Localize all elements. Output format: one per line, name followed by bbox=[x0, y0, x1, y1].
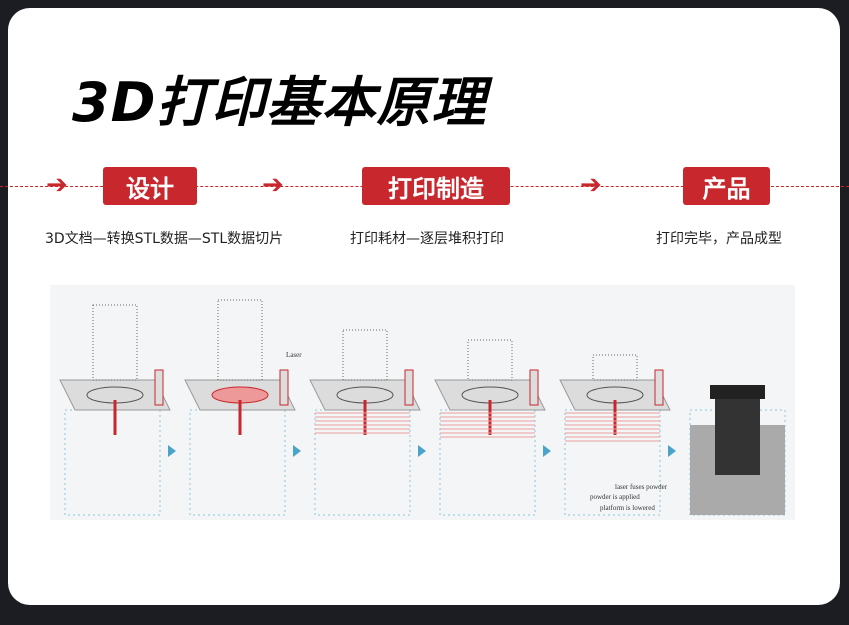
roller bbox=[279, 369, 289, 406]
printing-process-illustration: Laser laser fuses powder powder is appli… bbox=[50, 285, 795, 520]
tower-wireframe bbox=[467, 339, 513, 381]
build-box bbox=[64, 409, 161, 516]
panel-arrow-icon bbox=[418, 445, 426, 457]
tower-wireframe bbox=[342, 329, 388, 381]
laser-label: Laser bbox=[286, 351, 302, 359]
roller bbox=[404, 369, 414, 406]
panel-arrow-icon bbox=[543, 445, 551, 457]
annotation-lowered: platform is lowered bbox=[600, 504, 655, 512]
roller bbox=[529, 369, 539, 406]
panel-arrow-icon bbox=[168, 445, 176, 457]
powder-bed bbox=[559, 379, 671, 411]
finished-rook bbox=[715, 395, 760, 475]
arrow-right-icon: ➔ bbox=[262, 170, 284, 200]
step-print: 打印制造 bbox=[362, 167, 510, 205]
arrow-right-icon: ➔ bbox=[46, 170, 68, 200]
tower-wireframe bbox=[217, 299, 263, 381]
annotation-fuses: laser fuses powder bbox=[615, 483, 668, 491]
tower-wireframe bbox=[592, 354, 638, 381]
powder-bed bbox=[434, 379, 546, 411]
rook-crown bbox=[710, 385, 765, 399]
arrow-right-icon: ➔ bbox=[580, 170, 602, 200]
build-box bbox=[314, 409, 411, 516]
step-design: 设计 bbox=[103, 167, 197, 205]
powder-bed bbox=[309, 379, 421, 411]
roller bbox=[654, 369, 664, 406]
step-design-caption: 3D文档—转换STL数据—STL数据切片 bbox=[45, 231, 284, 247]
step-product: 产品 bbox=[683, 167, 770, 205]
step-product-caption: 打印完毕，产品成型 bbox=[656, 231, 782, 247]
step-print-caption: 打印耗材—逐层堆积打印 bbox=[350, 231, 504, 247]
panel-arrow-icon bbox=[293, 445, 301, 457]
roller bbox=[154, 369, 164, 406]
build-box bbox=[189, 409, 286, 516]
tower-wireframe bbox=[92, 304, 138, 381]
page-title: 3D打印基本原理 bbox=[72, 71, 487, 134]
build-box bbox=[439, 409, 536, 516]
panel-arrow-icon bbox=[668, 445, 676, 457]
annotation-applied: powder is applied bbox=[590, 493, 640, 501]
